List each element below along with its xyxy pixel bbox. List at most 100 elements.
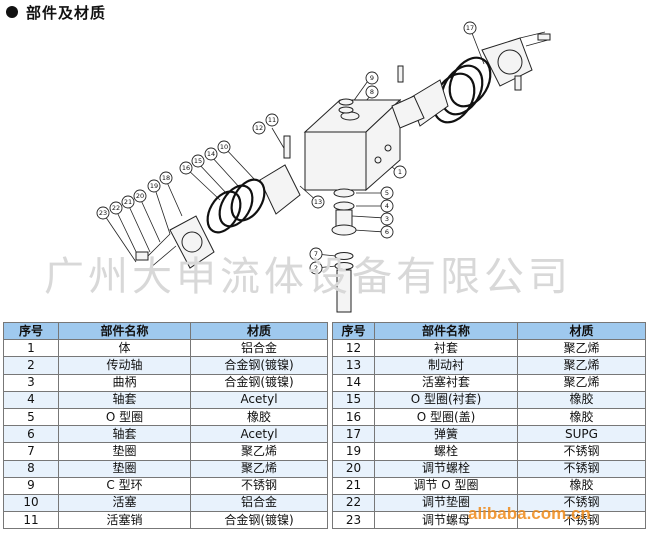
cell-index: 12 [332,339,375,358]
callout-1: 1 [393,165,407,179]
callout-12: 12 [252,121,266,135]
company-watermark: 广州大申流体设备有限公司 [44,254,572,300]
svg-text:11: 11 [268,116,276,124]
leader-lines [102,27,485,269]
svg-text:19: 19 [150,182,158,190]
svg-text:8: 8 [370,88,374,96]
cell-index: 9 [3,476,59,495]
cell-material: 不锈钢 [517,493,646,513]
cell-part-name: 体 [58,339,191,358]
svg-text:9: 9 [370,74,374,82]
svg-text:22: 22 [112,204,120,212]
svg-text:15: 15 [194,157,202,165]
cell-material: 不锈钢 [190,476,328,495]
cell-material: 聚乙烯 [517,339,646,358]
cell-part-name: 衬套 [374,339,518,358]
callout-14: 14 [204,147,218,161]
right-piston [338,79,449,129]
callout-3: 3 [380,212,394,226]
cell-part-name: 传动轴 [58,356,191,375]
cell-index: 14 [332,373,375,392]
callout-22: 22 [109,201,123,215]
svg-text:14: 14 [207,150,215,158]
cell-material: 不锈钢 [517,459,646,478]
cell-material: 合金钢(镀镍) [190,356,328,375]
callout-5: 5 [380,186,394,200]
cell-material: Acetyl [190,425,328,444]
cell-part-name: O 型圈 [58,407,191,427]
header-part-name: 部件名称 [58,321,191,341]
svg-text:18: 18 [162,174,170,182]
svg-text:10: 10 [220,143,228,151]
cell-material: 铝合金 [190,339,328,358]
exploded-diagram: 1 2 3 4 5 6 7 8 9 10 11 12 13 14 15 16 1… [96,21,551,313]
callout-20: 20 [133,189,147,203]
callout-19: 19 [147,179,161,193]
cell-material: 聚乙烯 [190,442,328,461]
bullet-icon [6,6,18,18]
section-title-text: 部件及材质 [26,3,107,22]
cell-index: 10 [3,493,59,513]
callout-numbers: 1 2 3 4 5 6 7 8 9 10 11 12 13 14 15 16 1… [96,21,477,275]
svg-text:20: 20 [136,192,144,200]
svg-text:6: 6 [385,228,389,236]
callout-16: 16 [179,161,193,175]
svg-text:21: 21 [124,198,132,206]
cell-index: 11 [3,511,59,530]
callout-18: 18 [159,171,173,185]
cell-part-name: 弹簧 [374,425,518,444]
cell-material: 橡胶 [517,407,646,427]
callout-6: 6 [380,225,394,239]
left-piston [206,135,301,234]
svg-text:1: 1 [398,168,402,176]
cell-index: 23 [332,511,375,530]
cell-material: SUPG [517,425,646,444]
cell-index: 3 [3,373,59,392]
callout-2: 2 [309,261,323,275]
actuator-body [303,98,402,192]
callout-21: 21 [121,195,135,209]
svg-text:23: 23 [99,209,107,217]
section-title: 部件及材质 [6,2,106,22]
cell-part-name: 曲柄 [58,373,191,392]
right-springs [432,56,492,124]
cell-part-name: 制动衬 [374,356,518,375]
svg-text:17: 17 [466,24,474,32]
left-end-cap [135,215,215,269]
cell-index: 2 [3,356,59,375]
drive-shaft [331,188,357,313]
cell-material: 聚乙烯 [517,356,646,375]
cell-part-name: C 型环 [58,476,191,495]
cell-part-name: 调节 O 型圈 [374,476,518,495]
cell-index: 21 [332,476,375,495]
cell-index: 1 [3,339,59,358]
cell-index: 5 [3,407,59,427]
cell-part-name: 轴套 [58,390,191,409]
cell-part-name: 轴套 [58,425,191,444]
cell-index: 7 [3,442,59,461]
svg-text:16: 16 [182,164,190,172]
cell-material: Acetyl [190,390,328,409]
table-header-row: 序号 部件名称 材质 序号 部件名称 材质 [3,321,646,341]
header-index: 序号 [332,321,375,341]
cell-index: 22 [332,493,375,513]
cell-index: 8 [3,459,59,478]
header-part-name: 部件名称 [374,321,518,341]
callout-15: 15 [191,154,205,168]
cell-part-name: 垫圈 [58,459,191,478]
callout-8: 8 [365,85,379,99]
cell-part-name: 调节螺栓 [374,459,518,478]
header-material: 材质 [190,321,328,341]
svg-text:3: 3 [385,215,389,223]
cell-material: 橡胶 [517,476,646,495]
cell-index: 20 [332,459,375,478]
cell-material: 橡胶 [190,407,328,427]
svg-text:5: 5 [385,189,389,197]
cell-part-name: 螺栓 [374,442,518,461]
